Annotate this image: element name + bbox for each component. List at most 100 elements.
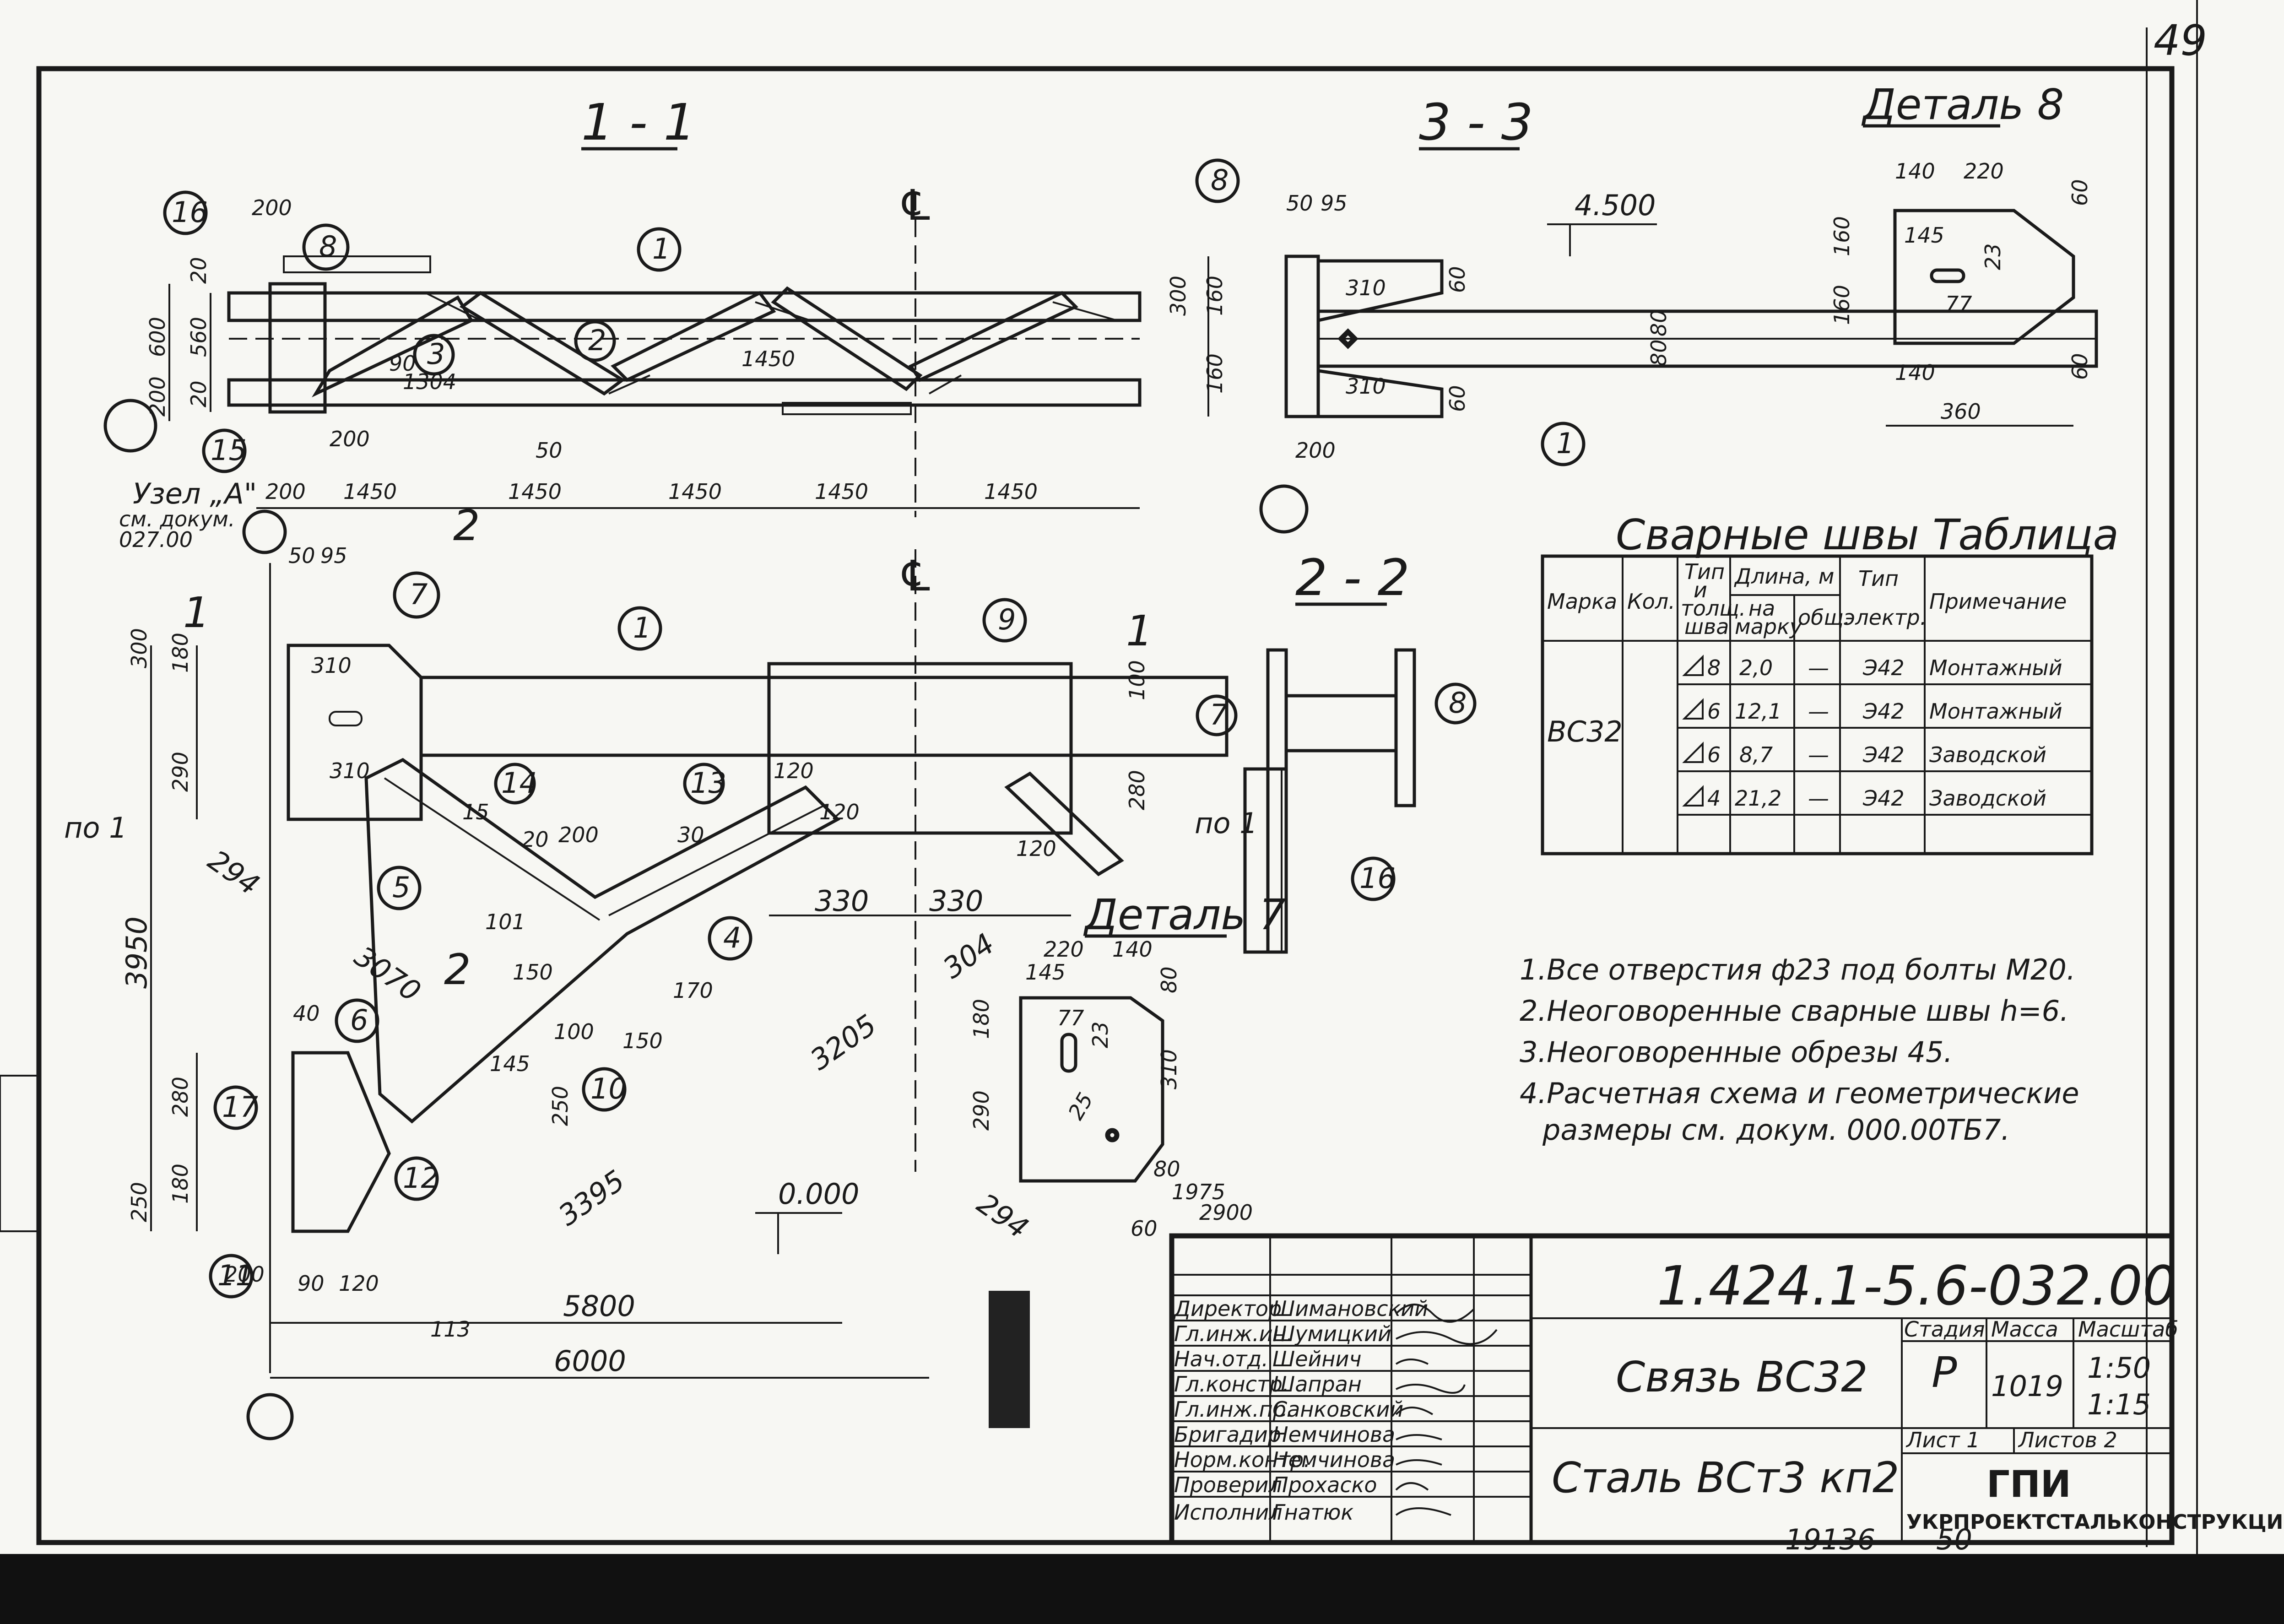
th-marka: Марка: [1547, 589, 1617, 614]
signature-scribbles: [1395, 1304, 1498, 1516]
dim-90: 90: [389, 351, 416, 376]
det8-160b: 160: [1829, 285, 1854, 325]
cut-mark-po1-right: по 1: [1195, 807, 1258, 840]
callout-11: 11: [217, 1259, 254, 1292]
callout-16a: 16: [172, 195, 208, 229]
plan-95: 95: [320, 543, 347, 568]
bottom-chord: [227, 378, 1142, 407]
callout-1c: 1: [633, 611, 651, 644]
grid-axis-marker: [1259, 484, 1309, 534]
staff-row: Гл.инж.пр. Санковский: [1172, 1397, 1531, 1422]
callout-7b: 7: [1210, 698, 1228, 731]
th-na1: на: [1748, 596, 1775, 621]
staff-name: Шапран: [1272, 1372, 1362, 1397]
weld-length: 21,2: [1735, 786, 1781, 811]
det8-145: 145: [1904, 223, 1944, 248]
weld-electrode: Э42: [1862, 699, 1905, 724]
weld-row: 6 12,1 — Э42 Монтажный: [1682, 698, 2062, 724]
staff-name: Немчинова: [1272, 1422, 1395, 1447]
det7-2900: 2900: [1199, 1200, 1253, 1225]
plan-channel: [419, 676, 1229, 757]
det7-77: 77: [1057, 1006, 1084, 1030]
diagonal-1: [312, 295, 474, 398]
det7-80: 80: [1157, 966, 1181, 993]
level-4500: 4.500: [1575, 189, 1656, 222]
dim-20b: 20: [186, 380, 211, 407]
dim-33-60a: 60: [1445, 266, 1470, 293]
plan-120a: 120: [774, 758, 814, 783]
weld-note: Заводской: [1929, 786, 2046, 811]
staff-row: Бригадир Немчинова: [1172, 1422, 1531, 1447]
section-1-1: 1 - 1 ℄ 600 560 20 20 200 200 200 50 145…: [103, 93, 1142, 554]
weld-type: 6: [1707, 742, 1721, 767]
section-2-2: 2 - 2: [1243, 548, 1416, 954]
weld-length: 12,1: [1735, 699, 1781, 724]
drawing-name: Связь ВС32: [1616, 1353, 1868, 1402]
plan-310b: 310: [330, 758, 370, 783]
callout-15: 15: [211, 433, 247, 467]
general-notes: 1.Все отверстия ф23 под болты М20. 2.Нео…: [1520, 953, 2079, 1147]
callout-4: 4: [723, 921, 741, 954]
callout-5: 5: [392, 871, 410, 904]
plan-330b: 330: [929, 884, 983, 918]
det7-290: 290: [969, 1090, 994, 1131]
det7-140: 140: [1112, 937, 1153, 962]
staff-name: Шимановский: [1272, 1296, 1428, 1321]
dim-200-top: 200: [252, 195, 292, 220]
weld-total: —: [1808, 786, 1829, 811]
callout-8: 8: [319, 230, 337, 263]
det7-60: 60: [1131, 1216, 1158, 1241]
weld-type: 8: [1707, 655, 1721, 680]
det8-60b: 60: [2068, 353, 2092, 380]
cut-mark-1-left: 1: [183, 588, 210, 637]
callout-14: 14: [501, 766, 537, 800]
weld-note: Монтажный: [1929, 655, 2062, 680]
plan-150b: 150: [513, 960, 553, 985]
det8-360: 360: [1941, 399, 1981, 424]
weld-type: 6: [1707, 699, 1721, 724]
weld-row: 4 21,2 — Э42 Заводской: [1682, 785, 2046, 811]
callout-1: 1: [652, 232, 670, 265]
callout-8b: 8: [1211, 163, 1229, 197]
cut-mark-2-top: 2: [453, 501, 480, 550]
scale-value-2: 1:15: [2087, 1388, 2151, 1421]
dim-bottom-1: 1450: [343, 479, 397, 504]
weld-note: Монтажный: [1929, 699, 2062, 724]
plan-290: 290: [168, 752, 193, 792]
note-line: размеры см. докум. 000.00ТБ7.: [1542, 1113, 2010, 1147]
plan-90: 90: [298, 1271, 325, 1296]
dim-bottom-2: 1450: [508, 479, 562, 504]
th-na2: марку: [1735, 614, 1802, 639]
sheet-number: 49: [2154, 16, 2207, 65]
diagonal-4: [771, 286, 923, 391]
staff-role: Нач.отд.: [1174, 1347, 1268, 1371]
weld-electrode: Э42: [1862, 786, 1905, 811]
th-obsh: общ.: [1798, 605, 1850, 630]
diagonal-3: [611, 291, 776, 382]
det8-220: 220: [1964, 159, 2004, 184]
plan-200b: 200: [224, 1262, 265, 1287]
grid-axis-marker: [246, 1393, 294, 1440]
sheets-label: Листов 2: [2018, 1428, 2117, 1452]
node-a-label: Узел „А": [133, 477, 257, 510]
plan-3950: 3950: [120, 916, 153, 989]
det8-140: 140: [1895, 159, 1935, 184]
plan-120: 120: [339, 1271, 379, 1296]
plan-40: 40: [293, 1001, 320, 1026]
plan-50: 50: [288, 543, 315, 568]
weld-type: 4: [1707, 786, 1721, 811]
det7-23: 23: [1088, 1021, 1113, 1048]
det8-23: 23: [1981, 243, 2005, 270]
dim-33-50: 50: [1286, 191, 1313, 216]
grid-axis-marker: [103, 399, 157, 453]
dim-33-60b: 60: [1445, 385, 1470, 412]
weld-electrode: Э42: [1862, 742, 1905, 767]
title-block: 1.424.1-5.6-032.00 Связь ВС32 Сталь ВСт3…: [1169, 1233, 2284, 1545]
callout-16b: 16: [1359, 861, 1396, 895]
plan-200: 200: [558, 823, 599, 847]
drawing-code: 1.424.1-5.6-032.00: [1657, 1254, 2177, 1317]
weld-row: 8 2,0 — Э42 Монтажный: [1682, 655, 2062, 680]
dim-bottom-5: 1450: [984, 479, 1038, 504]
staff-name: Шейнич: [1272, 1347, 1362, 1371]
